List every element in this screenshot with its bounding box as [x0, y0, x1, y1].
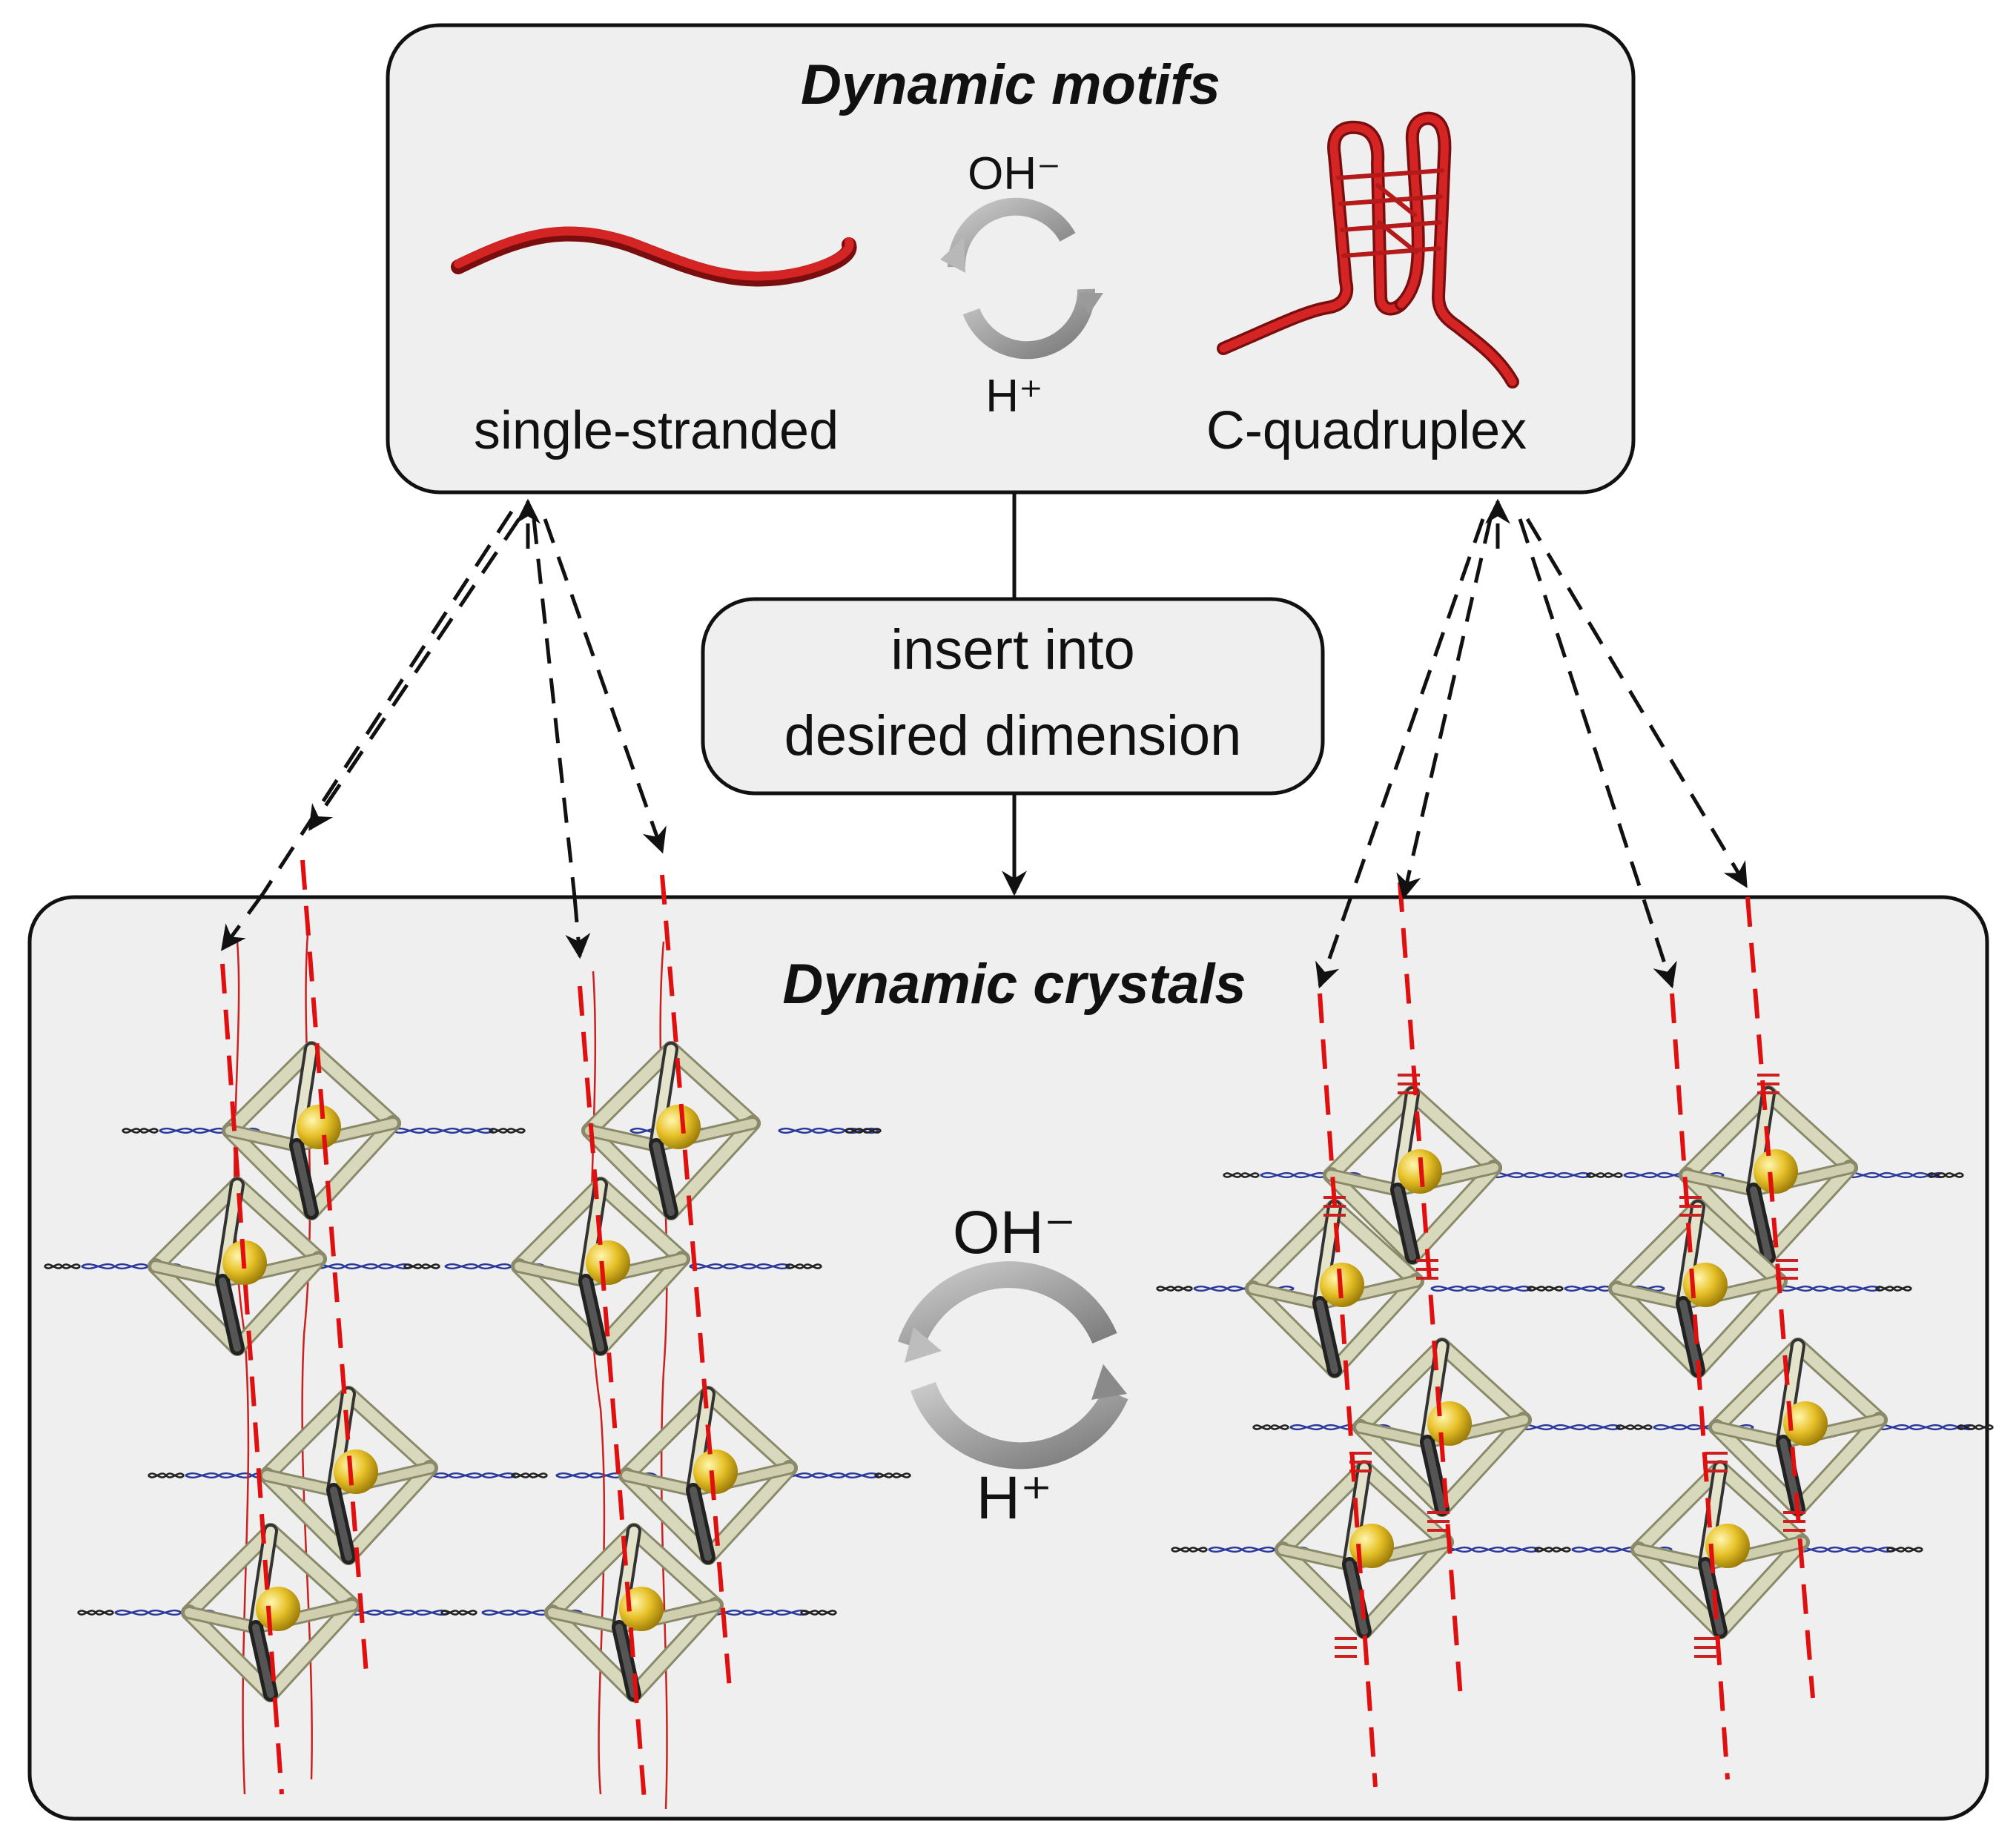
left-axis-1: [220, 963, 284, 1795]
reversible-arrows-large-icon: [897, 1261, 1128, 1470]
dashed-arrow-left-1: [308, 518, 521, 831]
insert-step-line2: desired dimension: [784, 704, 1242, 767]
reversible-arrows-icon: [940, 197, 1103, 360]
dashed-arrow-right-1: [1315, 518, 1485, 989]
right-axis-1: [1318, 993, 1378, 1788]
single-stranded-label: single-stranded: [474, 401, 839, 460]
dashed-arrow-left-2: [261, 510, 514, 895]
dashed-arrow-right-3: [1518, 518, 1677, 989]
motifs-title: Dynamic motifs: [801, 53, 1220, 116]
insert-step-line1: insert into: [890, 618, 1135, 681]
right-axis-4: [1745, 896, 1815, 1699]
dashed-arrow-left-5: [565, 896, 591, 959]
crystals-title: Dynamic crystals: [782, 953, 1246, 1016]
dashed-arrow-left-6: [543, 518, 667, 854]
crystals-bottom-reagent: H⁺: [976, 1464, 1053, 1532]
right-axis-3: [1670, 993, 1730, 1780]
motifs-top-reagent: OH⁻: [968, 148, 1061, 199]
right-crystal-lattice: [1155, 882, 1994, 1788]
motifs-bottom-reagent: H⁺: [985, 371, 1043, 422]
c-quadruplex-icon: [1217, 111, 1519, 389]
dashed-arrow-right-4: [1525, 518, 1748, 888]
motifs-box: [386, 23, 1636, 495]
left-crystal-lattice: [43, 859, 912, 1810]
crystals-box: [27, 895, 1989, 1821]
crystals-top-reagent: OH⁻: [953, 1199, 1076, 1266]
dashed-arrow-left-3: [220, 892, 265, 951]
c-quadruplex-label: C-quadruplex: [1206, 401, 1527, 460]
dashed-arrow-right-2: [1396, 518, 1493, 900]
dashed-arrow-left-4: [532, 518, 577, 898]
